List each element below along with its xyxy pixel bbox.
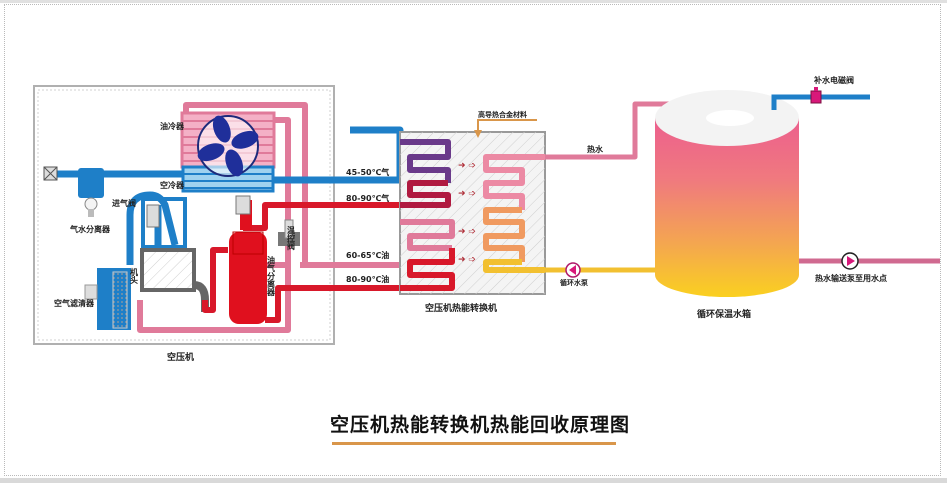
intake-valve (141, 197, 187, 249)
diagram-title: 空压机热能转换机热能回收原理图 (330, 414, 631, 436)
air-water-separator-body (78, 168, 104, 198)
exchanger-left-coils (400, 139, 455, 291)
air-end-label: 机头 (130, 267, 139, 285)
intake-valve-label: 进气阀 (112, 198, 136, 208)
makeup-water-pipe (771, 94, 870, 110)
hot-water-label: 热水 (587, 144, 604, 154)
fan-icon (197, 115, 259, 177)
svg-text:➜ ➩: ➜ ➩ (458, 255, 476, 265)
makeup-valve-label: 补水电磁阀 (813, 75, 854, 85)
frame-top-border (0, 0, 947, 3)
material-pointer-line (477, 119, 537, 134)
air-water-separator-label: 气水分离器 (69, 224, 111, 234)
thermostatic-valve-label: 温控阀 (287, 225, 296, 251)
insulated-water-tank (655, 90, 799, 297)
oil-low-temp-label: 60-65℃油 (346, 250, 389, 260)
thermostatic-valve (278, 219, 300, 246)
tank-label: 循环保温水箱 (697, 308, 751, 320)
oil-gas-separator-label: 油气分离器 (266, 255, 276, 297)
air-filter-label: 空气滤清器 (54, 298, 95, 308)
air-cooler-label: 空冷器 (160, 180, 185, 190)
hot-oil-gas-pipes (202, 202, 410, 323)
outer-frame (4, 4, 941, 476)
oil-cooler-label: 油冷器 (160, 121, 185, 131)
exchanger-label: 空压机热能转换机 (425, 302, 497, 314)
title-underline (332, 442, 616, 445)
oil-high-temp-label: 80-90℃油 (346, 274, 389, 284)
circulation-pump-icon (565, 262, 581, 278)
air-high-temp-label: 80-90℃气 (346, 193, 389, 203)
svg-text:➜ ➩: ➜ ➩ (458, 227, 476, 237)
separator-drain-valve (88, 209, 94, 217)
heat-transfer-arrows: ➜ ➩ ➜ ➩ ➜ ➩ ➜ ➩ (458, 161, 476, 265)
delivery-pump-label: 热水输送泵至用水点 (815, 273, 887, 283)
separator-drain-icon (84, 197, 98, 211)
material-pointer-arrow (474, 130, 482, 138)
frame-bottom-border (0, 478, 947, 483)
air-filter (84, 268, 131, 330)
compressor-label: 空压机 (167, 351, 194, 363)
svg-text:➜ ➩: ➜ ➩ (458, 161, 476, 171)
exchanger-right-coils (483, 154, 545, 273)
solenoid-valve-icon (810, 87, 822, 104)
svg-text:➜ ➩: ➜ ➩ (458, 189, 476, 199)
air-end (140, 248, 209, 312)
oil-gas-separator (229, 195, 267, 324)
material-label: 高导热合金材料 (478, 110, 527, 119)
air-low-temp-label: 45-50℃气 (346, 167, 389, 177)
delivery-pump-icon (841, 252, 859, 270)
inlet-valve-icon (43, 166, 58, 181)
circulation-pump-label: 循环水泵 (560, 278, 588, 287)
